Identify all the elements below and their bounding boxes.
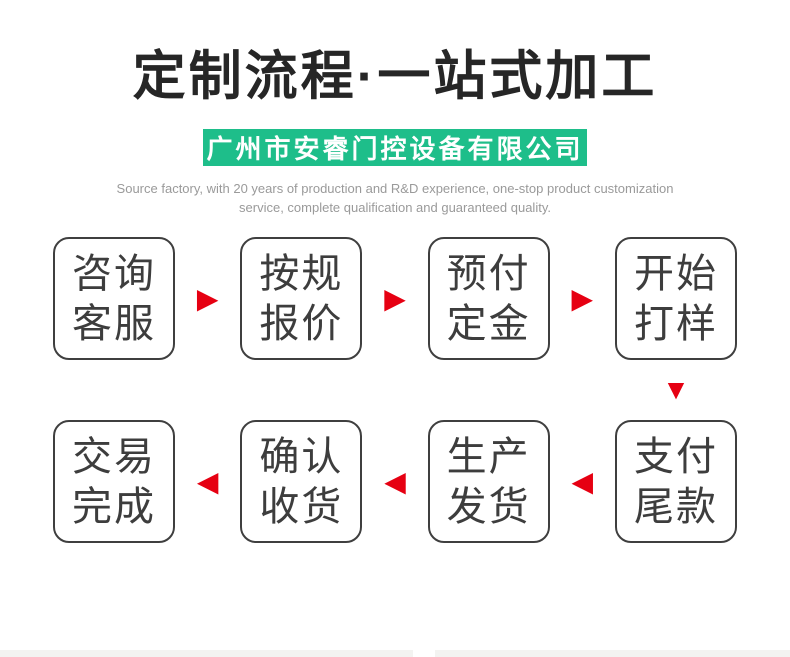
company-banner: 广州市安睿门控设备有限公司 <box>203 129 587 166</box>
step-label-line: 报价 <box>259 301 344 346</box>
step-label-line: 支付 <box>633 434 718 479</box>
step-quote-by-spec: 按规 报价 <box>240 237 363 360</box>
step-label-line: 定金 <box>446 301 531 346</box>
step-production-shipping: 生产 发货 <box>427 420 550 543</box>
arrow-right-icon: ▶ <box>196 282 219 314</box>
step-label-line: 按规 <box>259 251 344 296</box>
process-flow-diagram: 咨询 客服 ▶ 按规 报价 ▶ 预付 定金 ▶ 开始 打样 ▼ 交易 完成 ◀ … <box>53 237 737 543</box>
arrow-down-icon: ▼ <box>662 374 690 405</box>
flow-row-bottom: 交易 完成 ◀ 确认 收货 ◀ 生产 发货 ◀ 支付 尾款 <box>53 420 737 543</box>
next-section-edge-left <box>0 650 413 657</box>
step-start-sampling: 开始 打样 <box>614 237 737 360</box>
step-label-line: 收货 <box>259 484 344 529</box>
step-label-line: 开始 <box>633 251 718 296</box>
step-label-line: 咨询 <box>72 251 156 296</box>
step-label-line: 尾款 <box>633 484 718 529</box>
subtitle-line-2: service, complete qualification and guar… <box>239 200 551 215</box>
step-confirm-receipt: 确认 收货 <box>240 420 363 543</box>
step-consult-service: 咨询 客服 <box>53 237 175 360</box>
step-label-line: 交易 <box>72 434 156 479</box>
arrow-right-icon: ▶ <box>384 282 406 314</box>
step-label-line: 客服 <box>72 301 156 346</box>
step-prepay-deposit: 预付 定金 <box>427 237 550 360</box>
subtitle: Source factory, with 20 years of product… <box>0 179 790 217</box>
arrow-right-icon: ▶ <box>571 282 594 314</box>
step-label-line: 预付 <box>446 251 531 296</box>
step-deal-complete: 交易 完成 <box>53 420 175 543</box>
subtitle-line-1: Source factory, with 20 years of product… <box>116 181 674 196</box>
arrow-left-icon: ◀ <box>196 465 219 497</box>
step-label-line: 打样 <box>633 301 718 346</box>
arrow-left-icon: ◀ <box>571 465 594 497</box>
step-pay-balance: 支付 尾款 <box>614 420 737 543</box>
page-title: 定制流程·一站式加工 <box>132 47 658 106</box>
arrow-left-icon: ◀ <box>384 465 406 497</box>
flow-row-connector: ▼ <box>53 360 737 420</box>
step-label-line: 发货 <box>446 484 531 529</box>
company-name: 广州市安睿门控设备有限公司 <box>206 134 584 164</box>
next-section-edge-right <box>435 650 790 657</box>
step-label-line: 确认 <box>259 434 344 479</box>
step-label-line: 生产 <box>446 434 531 479</box>
flow-row-top: 咨询 客服 ▶ 按规 报价 ▶ 预付 定金 ▶ 开始 打样 <box>53 237 737 360</box>
step-label-line: 完成 <box>72 484 156 529</box>
page-root: { "header": { "title": "定制流程·一站式加工", "co… <box>0 46 790 657</box>
